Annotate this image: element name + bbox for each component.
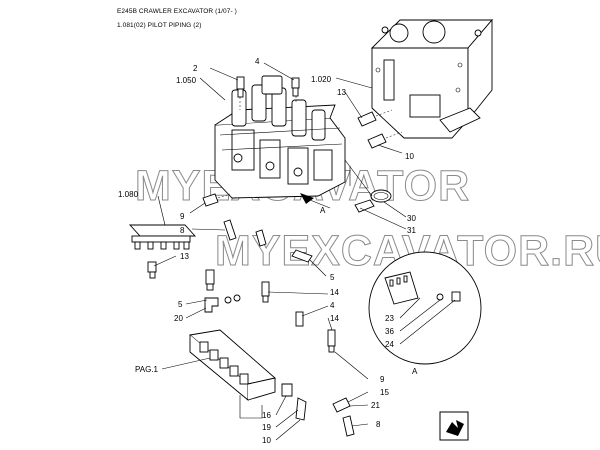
callout-14-lower: 14 bbox=[330, 314, 339, 323]
next-page-arrow-icon[interactable] bbox=[439, 411, 469, 441]
pilot-valve-block bbox=[370, 18, 493, 139]
callout-1080: 1.080 bbox=[118, 190, 139, 199]
fitting-14-upper bbox=[295, 311, 304, 327]
callout-4: 4 bbox=[255, 57, 260, 66]
callout-8-left: 8 bbox=[180, 226, 185, 235]
fitting-20 bbox=[204, 294, 241, 313]
fitting-21 bbox=[332, 397, 351, 413]
fitting-2 bbox=[236, 76, 245, 110]
callout-a-detail: A bbox=[412, 367, 418, 376]
fitting-10-top bbox=[367, 131, 403, 149]
callout-1020: 1.020 bbox=[311, 75, 332, 84]
fitting-19 bbox=[295, 397, 307, 421]
fitting-5-lower bbox=[205, 269, 215, 291]
callout-10-top: 10 bbox=[405, 152, 414, 161]
detail-view-a bbox=[368, 251, 482, 365]
callout-36: 36 bbox=[385, 327, 394, 336]
callout-20: 20 bbox=[174, 314, 183, 323]
fitting-4-top bbox=[291, 77, 300, 104]
model-title: E245B CRAWLER EXCAVATOR (1/07- ) bbox=[117, 8, 237, 15]
callout-15: 15 bbox=[380, 388, 389, 397]
section-title: 1.081(02) PILOT PIPING (2) bbox=[117, 22, 202, 29]
manifold-1080 bbox=[128, 224, 197, 250]
callout-23: 23 bbox=[385, 314, 394, 323]
fitting-13-left bbox=[147, 261, 157, 279]
callout-31: 31 bbox=[407, 226, 416, 235]
callout-10-lower: 10 bbox=[262, 436, 271, 445]
fitting-8-left bbox=[223, 219, 237, 241]
callout-16: 16 bbox=[262, 411, 271, 420]
callout-30: 30 bbox=[407, 214, 416, 223]
callout-24: 24 bbox=[385, 340, 394, 349]
page-reference: PAG.1 bbox=[135, 365, 159, 374]
fitting-5-upper bbox=[291, 249, 313, 263]
fitting-8-lower bbox=[342, 415, 355, 437]
fitting-unlabeled-b bbox=[261, 281, 270, 303]
callout-13-left: 13 bbox=[180, 252, 189, 261]
fitting-16 bbox=[281, 383, 293, 397]
lower-valve-bank bbox=[188, 329, 276, 419]
callout-8-lower: 8 bbox=[376, 420, 381, 429]
fitting-13-top bbox=[357, 109, 393, 127]
callout-1050: 1.050 bbox=[176, 76, 197, 85]
callout-14-upper: 14 bbox=[330, 288, 339, 297]
callout-4-middle: 4 bbox=[330, 301, 335, 310]
callout-21: 21 bbox=[371, 401, 380, 410]
callout-a-pointer: A bbox=[320, 206, 326, 215]
fitting-14-lower bbox=[327, 329, 336, 353]
hose-clamp bbox=[354, 189, 392, 213]
fitting-unlabeled-a bbox=[255, 229, 267, 247]
leader-lines bbox=[153, 62, 456, 441]
callout-9-left: 9 bbox=[180, 212, 185, 221]
callout-13-top: 13 bbox=[337, 88, 346, 97]
callout-19: 19 bbox=[262, 423, 271, 432]
callout-9-lower: 9 bbox=[380, 375, 385, 384]
callout-5-right: 5 bbox=[330, 273, 335, 282]
callout-2: 2 bbox=[193, 64, 198, 73]
callout-5-left: 5 bbox=[178, 300, 183, 309]
control-valve-assembly bbox=[214, 75, 346, 199]
